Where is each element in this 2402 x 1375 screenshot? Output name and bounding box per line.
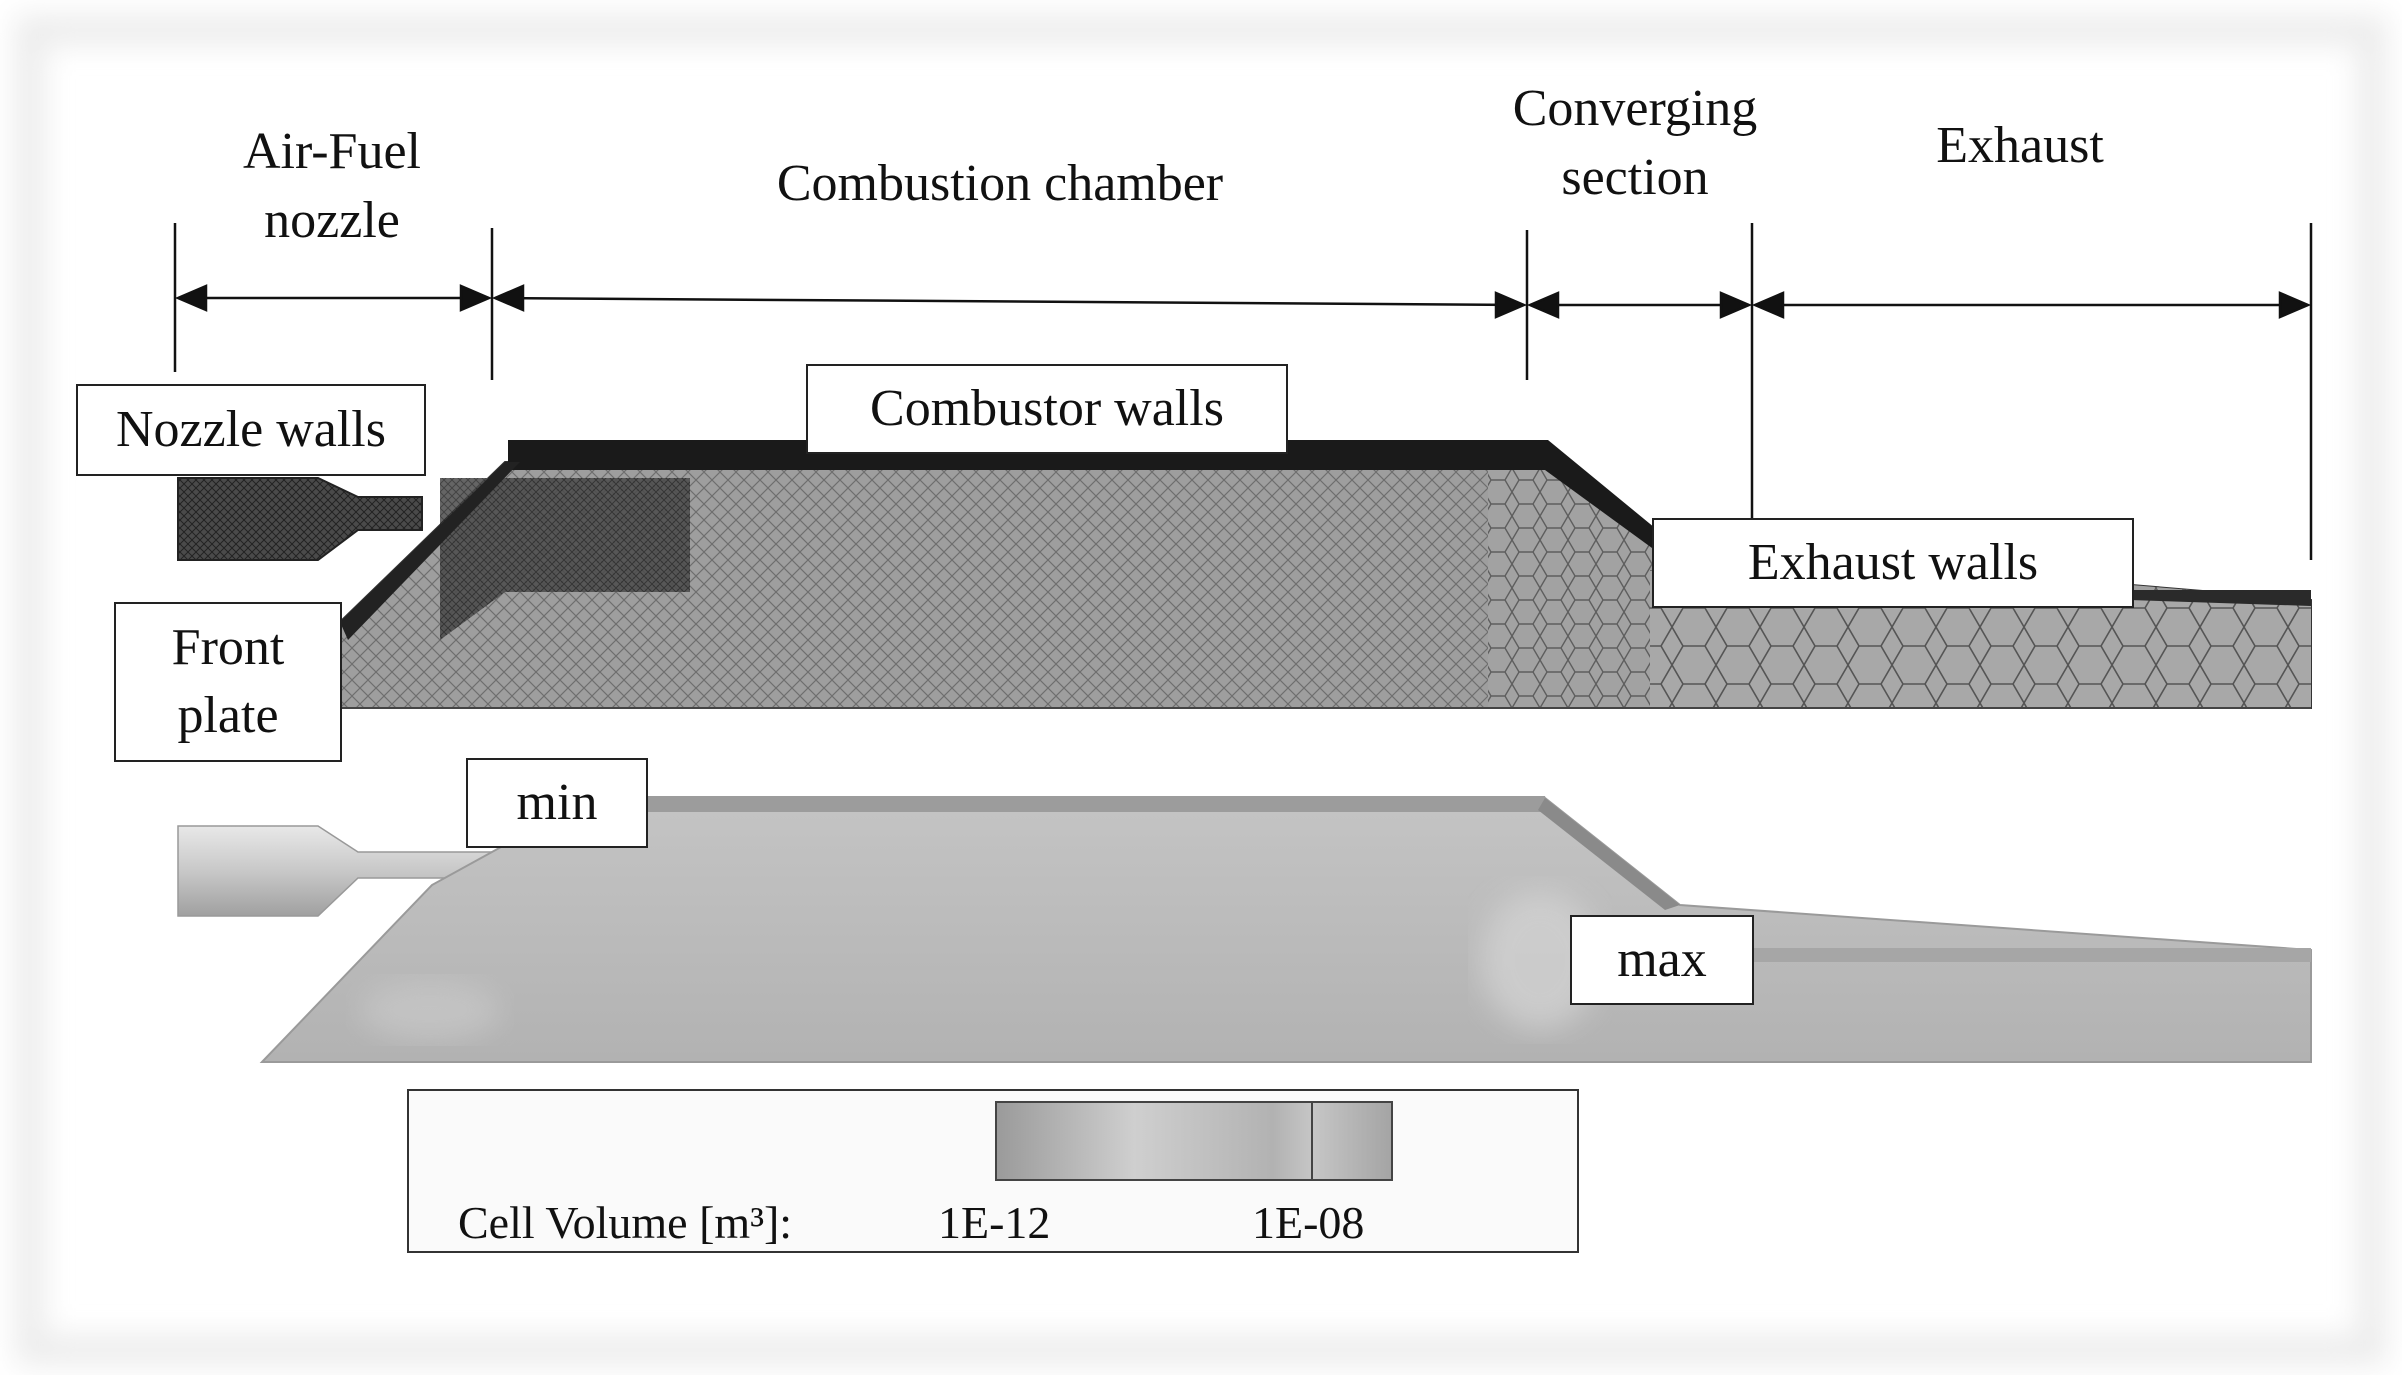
mesh-nozzle <box>177 477 423 561</box>
contour-front-zone <box>360 980 500 1040</box>
callout-nozzle-walls: Nozzle walls <box>76 384 426 476</box>
callout-combustor-walls: Combustor walls <box>806 364 1288 454</box>
arrow-head <box>1719 291 1753 319</box>
legend-colorbar <box>995 1101 1393 1181</box>
contour-exhaust-band <box>1700 948 2311 962</box>
arrow-head <box>2278 291 2312 319</box>
arrow-head <box>459 284 493 312</box>
mesh-combustor-wall-layer <box>508 440 1655 548</box>
section-label-chamber: Combustion chamber <box>776 155 1224 212</box>
arrow-head <box>174 284 208 312</box>
callout-exhaust-walls: Exhaust walls <box>1652 518 2134 608</box>
contour-view <box>177 796 2312 1063</box>
arrow-head <box>491 284 525 312</box>
section-label-exhaust: Exhaust <box>1936 117 2104 174</box>
mesh-front-plate-layer <box>340 462 520 640</box>
arrow-head <box>1751 291 1785 319</box>
callout-min: min <box>466 758 648 848</box>
frame-shadow <box>15 15 2387 1365</box>
contour-converging-edge <box>1538 798 1680 910</box>
arrow-head <box>1526 291 1560 319</box>
contour-wall-band <box>590 796 1550 812</box>
callout-front-plate: Front plate <box>114 602 342 762</box>
section-label-converging: Converging section <box>1512 80 1758 206</box>
dimension-lines <box>173 223 2313 560</box>
legend-max-value: 1E-08 <box>1252 1197 1365 1248</box>
section-label-nozzle: Air-Fuel nozzle <box>242 123 422 249</box>
legend-title: Cell Volume [m³]: <box>458 1197 793 1248</box>
mesh-exhaust-wall-layer <box>2130 590 2311 606</box>
callout-max: max <box>1570 915 1754 1005</box>
mesh-refinement-zone <box>440 478 690 640</box>
arrow-head <box>1494 291 1528 319</box>
legend-min-value: 1E-12 <box>938 1197 1051 1248</box>
dim-line-chamber <box>494 296 1525 307</box>
